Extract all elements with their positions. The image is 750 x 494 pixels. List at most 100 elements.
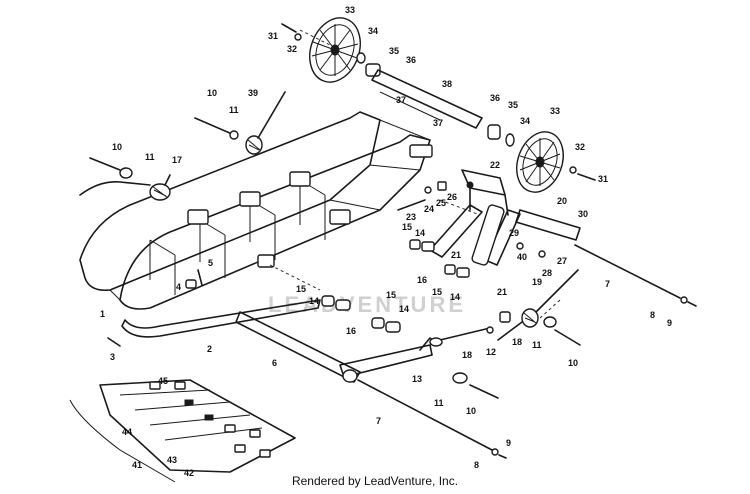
callout-22: 22	[490, 160, 500, 170]
callout-1: 1	[100, 309, 105, 319]
front-arm	[235, 311, 441, 383]
callout-31-upper: 31	[268, 31, 278, 41]
screw-3	[107, 337, 121, 347]
nut-27	[538, 250, 546, 258]
callout-38: 38	[442, 79, 452, 89]
bearing-36-right	[487, 124, 501, 140]
washer-8-right	[680, 296, 688, 304]
washer-8-lower	[491, 448, 499, 456]
callout-15-low: 15	[432, 287, 442, 297]
callout-4: 4	[176, 282, 181, 292]
callout-29: 29	[509, 228, 519, 238]
callout-7-right: 7	[605, 279, 610, 289]
callout-21-right: 21	[497, 287, 507, 297]
washer-11-lower	[452, 372, 468, 384]
cross-tube	[515, 209, 581, 241]
spring-link	[439, 327, 491, 341]
callout-28: 28	[542, 268, 552, 278]
callout-17: 17	[172, 155, 182, 165]
callout-15-upper: 15	[402, 222, 412, 232]
callout-8-right: 8	[650, 310, 655, 320]
watermark-text: LEADVENTURE	[268, 292, 466, 317]
callout-18-right: 18	[512, 337, 522, 347]
callout-11-right: 11	[532, 340, 542, 350]
callout-10-upper: 10	[207, 88, 217, 98]
callout-labels: 1 2 3 4 5 6 7 7 8 8 9 9 10 10 10 10 11 1…	[100, 5, 672, 478]
callout-24: 24	[424, 204, 434, 214]
nut-24	[424, 186, 432, 194]
bolt-23	[397, 199, 426, 211]
callout-6: 6	[272, 358, 277, 368]
bolt-5	[197, 269, 203, 286]
callout-44: 44	[122, 427, 132, 437]
washer-32-right	[569, 166, 577, 174]
idler-wheel-right	[516, 131, 564, 193]
callout-18-left: 18	[462, 350, 472, 360]
callout-37-lower: 37	[433, 118, 443, 128]
callout-19: 19	[532, 277, 542, 287]
callout-10-lower: 10	[466, 406, 476, 416]
callout-26: 26	[447, 192, 457, 202]
callout-33-upper: 33	[345, 5, 355, 15]
bolt-31-upper	[281, 23, 297, 33]
nut-12	[486, 326, 494, 334]
callout-11-left: 11	[145, 152, 155, 162]
callout-16-front: 16	[346, 326, 356, 336]
callout-43: 43	[167, 455, 177, 465]
torsion-spring-upper	[245, 91, 286, 155]
callout-9-lower: 9	[506, 438, 511, 448]
torsion-spring-right	[497, 269, 579, 341]
callout-3: 3	[110, 352, 115, 362]
callout-40: 40	[517, 252, 527, 262]
spacer-34-upper	[356, 52, 366, 64]
spacer-34-right	[505, 133, 515, 147]
nut-4	[185, 279, 197, 289]
callout-21-left: 21	[451, 250, 461, 260]
track-assembly	[69, 379, 296, 483]
callout-33-right: 33	[550, 106, 560, 116]
callout-34-upper: 34	[368, 26, 378, 36]
callout-10-left: 10	[112, 142, 122, 152]
callout-14-mid: 14	[399, 304, 409, 314]
axle-leader-37	[379, 91, 441, 121]
bushings-upper	[409, 239, 470, 278]
callout-8-lower: 8	[474, 460, 479, 470]
front-shaft	[357, 379, 493, 451]
rear-arm-assembly	[429, 169, 521, 266]
eye-bolt	[429, 337, 443, 347]
block-25	[437, 181, 447, 191]
callout-30: 30	[578, 209, 588, 219]
callout-11-upper: 11	[229, 105, 239, 115]
idler-wheel-upper	[309, 17, 361, 83]
washer-40	[516, 242, 524, 250]
footer-credit: Rendered by LeadVenture, Inc.	[291, 474, 459, 488]
callout-41: 41	[132, 460, 142, 470]
callout-42: 42	[184, 468, 194, 478]
callout-36-upper: 36	[406, 55, 416, 65]
callout-45: 45	[158, 376, 168, 386]
callout-32-right: 32	[575, 142, 585, 152]
callout-15-front: 15	[296, 284, 306, 294]
washer-32-upper	[294, 33, 302, 41]
callout-15-mid: 15	[386, 290, 396, 300]
callout-25: 25	[436, 198, 446, 208]
bolt-31-right	[577, 173, 596, 181]
wear-strip	[121, 299, 321, 338]
callout-9-right: 9	[667, 318, 672, 328]
callout-34-right: 34	[520, 116, 530, 126]
bolt-10-lower	[469, 384, 499, 399]
callout-16-upper: 16	[417, 275, 427, 285]
callout-7-lower: 7	[376, 416, 381, 426]
callout-10-right: 10	[568, 358, 578, 368]
rear-shaft-right	[574, 244, 681, 299]
block-18-right	[499, 311, 511, 323]
bolt-10-left	[89, 157, 133, 179]
bolt-10-right	[554, 329, 581, 346]
washer-11-right	[543, 316, 557, 328]
bushings-front	[321, 295, 401, 333]
bolt-10-upper	[194, 117, 239, 140]
nut-22	[466, 181, 474, 189]
callout-12: 12	[486, 347, 496, 357]
alignment-lines	[269, 29, 561, 319]
